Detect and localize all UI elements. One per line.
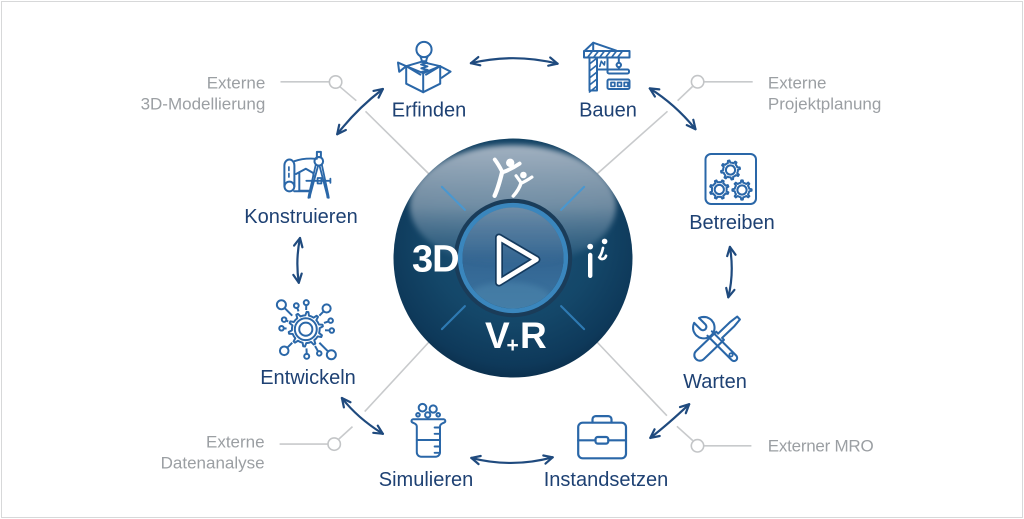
svg-text:Instandsetzen: Instandsetzen [544,469,669,491]
svg-text:Simulieren: Simulieren [379,469,473,491]
svg-text:Externe: Externe [206,433,265,452]
svg-text:Entwickeln: Entwickeln [260,367,356,389]
svg-text:Datenanalyse: Datenanalyse [161,454,265,473]
svg-text:Erfinden: Erfinden [392,100,467,122]
svg-text:Betreiben: Betreiben [689,212,775,234]
svg-text:3D-Modellierung: 3D-Modellierung [141,95,266,114]
svg-text:3D: 3D [412,239,459,281]
svg-text:Externe: Externe [768,73,827,92]
svg-text:Externe: Externe [207,73,266,92]
svg-text:Externer MRO: Externer MRO [768,436,874,455]
svg-text:Bauen: Bauen [579,100,637,122]
svg-text:V: V [485,315,510,356]
svg-text:+: + [507,334,519,357]
svg-text:Konstruieren: Konstruieren [244,206,357,228]
svg-text:R: R [520,315,547,356]
svg-text:Warten: Warten [683,371,747,393]
svg-text:Projektplanung: Projektplanung [768,95,881,114]
